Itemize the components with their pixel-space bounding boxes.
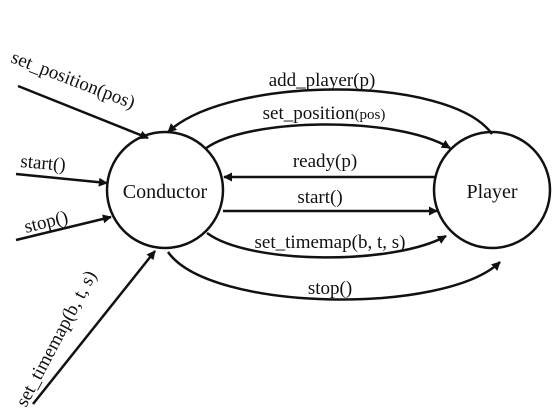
start-edge-name: start <box>297 187 330 208</box>
start-edge-label: start() <box>297 187 342 208</box>
add-player-label: add_player(p) <box>269 70 376 91</box>
add-player-arg: (p) <box>353 70 375 91</box>
set-timemap-edge-label: set_timemap(b, t, s) <box>255 232 406 253</box>
ready-arg: (p) <box>335 151 357 172</box>
stop-edge-arg: () <box>340 278 353 299</box>
add-player-name: add_player <box>269 70 354 91</box>
conductor-node <box>105 130 225 250</box>
set-position-arg: (pos) <box>355 107 386 123</box>
player-label: Player <box>466 181 517 203</box>
stop-edge-label: stop() <box>308 278 352 299</box>
input-set-position-arrow <box>17 84 149 140</box>
set-timemap-edge-arg: (b, t, s) <box>352 232 406 253</box>
input-set-timemap-label: set_timemap(b, t, s) <box>12 267 101 410</box>
set-position-edge-label: set_position(pos) <box>263 103 386 124</box>
input-start-arrow <box>15 172 108 187</box>
input-set-position-label: set_position(pos) <box>8 47 138 114</box>
stop-edge-arrow <box>166 251 501 301</box>
ready-name: ready <box>293 151 336 172</box>
set-position-arrow <box>204 123 451 150</box>
ready-label: ready(p) <box>293 151 357 172</box>
conductor-label: Conductor <box>123 181 208 203</box>
set-timemap-arrow <box>206 231 447 259</box>
input-start-label: start() <box>20 151 67 176</box>
set-position-name: set_position <box>263 103 355 124</box>
stop-edge-name: stop <box>308 278 340 299</box>
input-stop-arrow <box>15 214 112 242</box>
start-edge-arg: () <box>330 187 343 208</box>
set-timemap-edge-name: set_timemap <box>255 232 352 253</box>
input-set-timemap-arrow <box>32 250 156 405</box>
add-player-arrow <box>167 88 494 135</box>
